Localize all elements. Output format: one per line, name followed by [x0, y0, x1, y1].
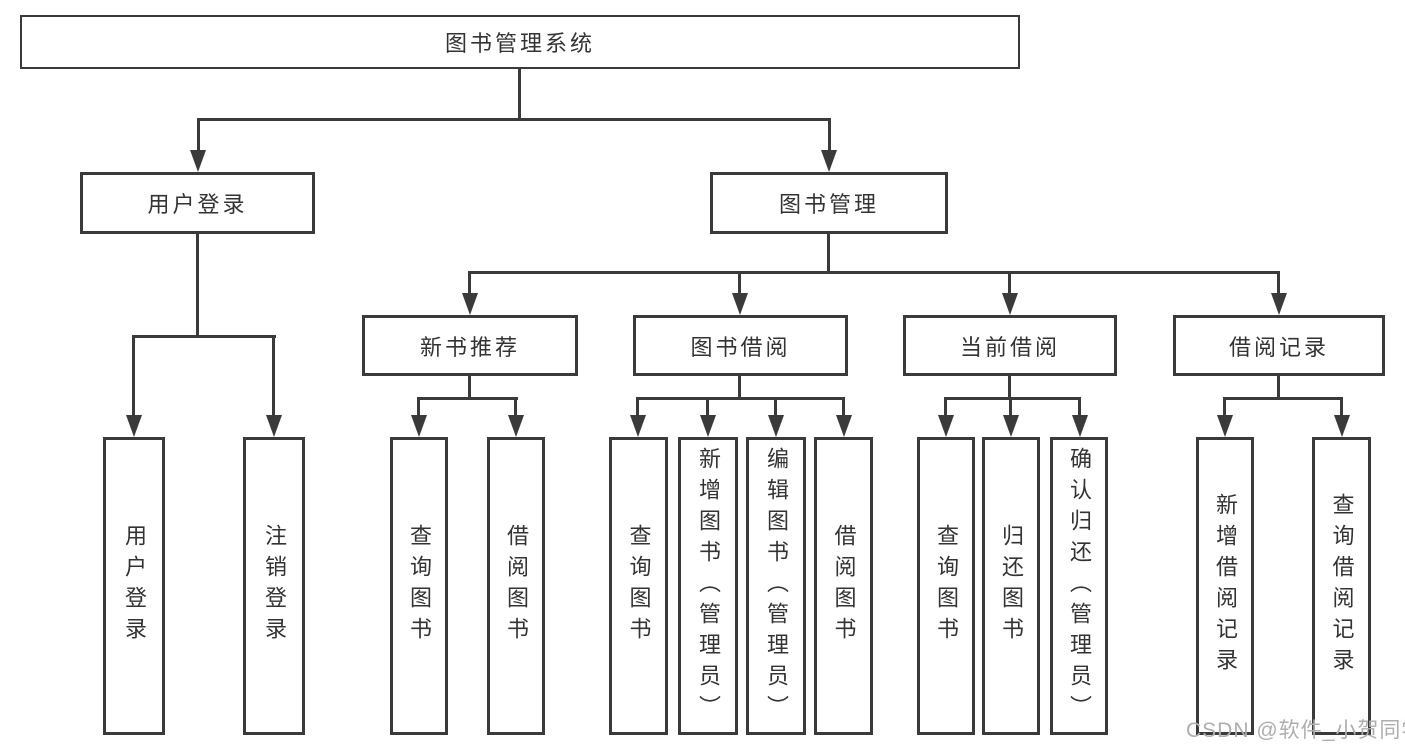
arrow-down-icon [1003, 415, 1019, 437]
connector-line [514, 399, 517, 417]
node-label: 查询图书 [407, 524, 432, 648]
connector-line [636, 397, 845, 400]
connector-line [468, 273, 471, 295]
arrow-down-icon [732, 293, 748, 315]
connector-line [197, 120, 200, 152]
connector-line [842, 399, 845, 417]
node-current-borrowing: 当前借阅 [903, 315, 1117, 376]
arrow-down-icon [266, 415, 282, 437]
arrow-down-icon [1334, 415, 1350, 437]
node-user-login-branch: 用户登录 [80, 172, 315, 234]
node-book-management-branch: 图书管理 [710, 172, 948, 234]
connector-line [827, 234, 830, 273]
node-system-root: 图书管理系统 [20, 15, 1020, 69]
arrow-down-icon [630, 415, 646, 437]
connector-line [738, 376, 741, 399]
node-label: 图书管理系统 [444, 31, 595, 56]
arrow-down-icon [1072, 415, 1088, 437]
node-edit-books-admin: 编辑图书（管理员） [746, 437, 806, 735]
node-book-borrowing: 图书借阅 [633, 315, 848, 376]
connector-line [1277, 376, 1280, 399]
connector-line [272, 337, 275, 417]
node-label: 确认归还（管理员） [1067, 446, 1092, 726]
connector-line [774, 399, 777, 417]
node-query-books-current: 查询图书 [917, 437, 975, 735]
connector-line [828, 120, 831, 152]
connector-line [1008, 376, 1011, 399]
connector-line [944, 399, 947, 417]
node-label: 新增图书（管理员） [696, 446, 721, 726]
connector-line [197, 118, 831, 121]
node-borrow-books-leaf: 借阅图书 [814, 437, 873, 735]
connector-line [636, 399, 639, 417]
node-user-login-leaf: 用户登录 [103, 437, 165, 735]
connector-line [518, 68, 521, 120]
connector-line [738, 273, 741, 295]
node-label: 查询借阅记录 [1329, 493, 1355, 679]
arrow-down-icon [700, 415, 716, 437]
connector-line [132, 335, 276, 338]
node-label: 借阅记录 [1228, 334, 1329, 360]
csdn-watermark: CSDN @软件_小贺同学 [1186, 719, 1405, 742]
arrow-down-icon [126, 415, 142, 437]
arrow-down-icon [1271, 293, 1287, 315]
node-label: 借阅图书 [504, 524, 529, 648]
connector-line [132, 337, 135, 417]
node-query-borrow-record: 查询借阅记录 [1312, 437, 1371, 735]
arrow-down-icon [768, 415, 784, 437]
arrow-down-icon [411, 415, 427, 437]
arrow-down-icon [508, 415, 524, 437]
node-borrowing-records: 借阅记录 [1173, 315, 1385, 376]
connector-line [1009, 399, 1012, 417]
connector-line [1277, 273, 1280, 295]
node-label: 新增借阅记录 [1213, 493, 1238, 679]
node-label: 注销登录 [262, 524, 287, 648]
connector-line [468, 376, 471, 399]
node-label: 用户登录 [147, 192, 248, 217]
arrow-down-icon [190, 150, 206, 172]
arrow-down-icon [836, 415, 852, 437]
arrow-down-icon [1002, 293, 1018, 315]
node-confirm-return-admin: 确认归还（管理员） [1050, 437, 1108, 735]
node-label: 借阅图书 [831, 524, 857, 648]
node-label: 新书推荐 [419, 334, 520, 360]
node-label: 图书管理 [778, 192, 879, 217]
node-label: 归还图书 [999, 524, 1024, 648]
connector-line [468, 271, 1280, 274]
node-label: 图书借阅 [690, 334, 791, 360]
node-query-books-borrow: 查询图书 [609, 437, 668, 735]
node-label: 查询图书 [934, 524, 959, 648]
node-query-books-recommend: 查询图书 [390, 437, 448, 735]
node-add-borrow-record: 新增借阅记录 [1196, 437, 1254, 735]
node-label: 编辑图书（管理员） [764, 446, 789, 726]
node-return-books: 归还图书 [982, 437, 1040, 735]
node-logout-leaf: 注销登录 [243, 437, 305, 735]
connector-line [1223, 399, 1226, 417]
arrow-down-icon [1217, 415, 1233, 437]
connector-line [944, 397, 1081, 400]
connector-line [706, 399, 709, 417]
node-add-books-admin: 新增图书（管理员） [678, 437, 738, 735]
node-borrow-books-recommend: 借阅图书 [487, 437, 545, 735]
connector-line [1008, 273, 1011, 295]
node-label: 查询图书 [626, 524, 652, 648]
connector-line [1340, 399, 1343, 417]
arrow-down-icon [462, 293, 478, 315]
connector-line [417, 399, 420, 417]
node-new-book-recommend: 新书推荐 [362, 315, 578, 376]
connector-line [196, 234, 199, 337]
arrow-down-icon [938, 415, 954, 437]
connector-line [417, 397, 518, 400]
arrow-down-icon [821, 150, 837, 172]
node-label: 用户登录 [122, 524, 147, 648]
node-label: 当前借阅 [959, 334, 1060, 360]
connector-line [1223, 397, 1343, 400]
connector-line [1078, 399, 1081, 417]
